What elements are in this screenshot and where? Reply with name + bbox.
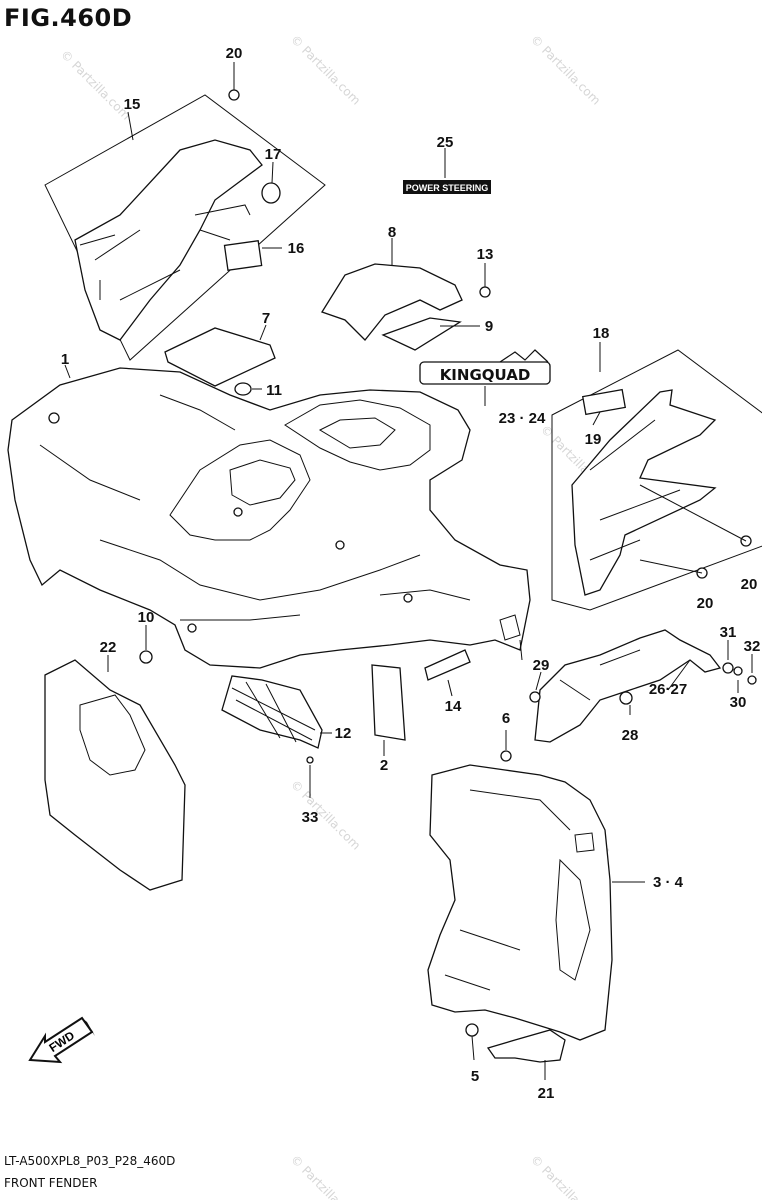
part-12-grille [221, 675, 323, 749]
callout-23-24: 23 · 24 [499, 410, 546, 427]
leader-lines [64, 62, 753, 1080]
inset-box-18 [551, 349, 762, 611]
part-6-bolt [500, 750, 512, 762]
callout-13: 13 [477, 246, 494, 263]
part-1-front-fender [7, 367, 531, 669]
callout-5: 5 [471, 1068, 479, 1085]
callout-29: 29 [533, 657, 550, 674]
callout-12: 12 [335, 725, 352, 742]
part-11-grommet [234, 382, 252, 396]
part-30-washer [733, 666, 743, 676]
callout-17: 17 [265, 146, 282, 163]
callout-20: 20 [226, 45, 243, 62]
watermark: © Partzilla.com [288, 777, 363, 852]
part-9-plate [381, 317, 462, 351]
callouts: 20 15 17 16 25 8 13 7 9 1 11 18 23 · 24 … [61, 45, 761, 1102]
callout-19: 19 [585, 431, 602, 448]
decal-power-steering-text: POWER STEERING [406, 183, 489, 193]
callout-26-27: 26·27 [649, 681, 687, 698]
callout-11: 11 [266, 382, 282, 399]
callout-33: 33 [302, 809, 319, 826]
model-code: LT-A500XPL8_P03_P28_460D [4, 1154, 176, 1168]
callout-14: 14 [445, 698, 462, 715]
part-31-bushing [722, 662, 734, 674]
part-28-bolt [619, 691, 633, 705]
callout-1: 1 [61, 351, 69, 368]
callout-20-lower: 20 [697, 595, 714, 612]
figure-title: FIG.460D [4, 4, 133, 32]
part-2-plate [371, 664, 406, 741]
inset-box-15 [44, 89, 326, 361]
part-33-screw [306, 756, 314, 764]
callout-8: 8 [388, 224, 396, 241]
decal-power-steering: POWER STEERING [403, 180, 491, 194]
part-21-flap [486, 1029, 566, 1063]
callout-9: 9 [485, 318, 493, 335]
callout-20-right: 20 [741, 576, 758, 593]
watermark: © Partzilla.com [288, 32, 363, 107]
callout-32: 32 [744, 638, 761, 655]
callout-16: 16 [288, 240, 305, 257]
callout-22: 22 [100, 639, 117, 656]
callout-21: 21 [538, 1085, 555, 1102]
callout-15: 15 [124, 96, 141, 113]
bolt-20a [228, 89, 240, 101]
watermark: © Partzilla.com [528, 1152, 603, 1200]
fwd-arrow-icon: FWD [28, 1016, 95, 1064]
callout-25: 25 [437, 134, 454, 151]
callout-7: 7 [262, 310, 270, 327]
callout-30: 30 [730, 694, 747, 711]
callout-6: 6 [502, 710, 510, 727]
callout-2: 2 [380, 757, 388, 774]
part-7-pad [164, 327, 276, 387]
decal-kingquad-text: KINGQUAD [440, 366, 531, 384]
figure-name: FRONT FENDER [4, 1176, 98, 1190]
callout-10: 10 [138, 609, 155, 626]
part-8-cover [321, 263, 463, 341]
part-10-bolt [139, 650, 153, 664]
part-32-bolt [747, 675, 757, 685]
callout-3-4: 3 · 4 [653, 874, 684, 891]
part-5-bolt [465, 1023, 479, 1037]
watermark: © Partzilla.com [528, 32, 603, 107]
callout-31: 31 [720, 624, 737, 641]
callout-18: 18 [593, 325, 610, 342]
watermark: © Partzilla.com [58, 47, 133, 122]
part-26-27-mudguard [534, 629, 722, 743]
part-13-bolt [479, 286, 491, 298]
part-3-4-inner-fender [427, 764, 613, 1041]
watermark: © Partzilla.com [288, 1152, 363, 1200]
part-14-pad [424, 649, 471, 681]
decal-kingquad: KINGQUAD [419, 349, 551, 385]
callout-28: 28 [622, 727, 639, 744]
part-29-screw [529, 691, 541, 703]
